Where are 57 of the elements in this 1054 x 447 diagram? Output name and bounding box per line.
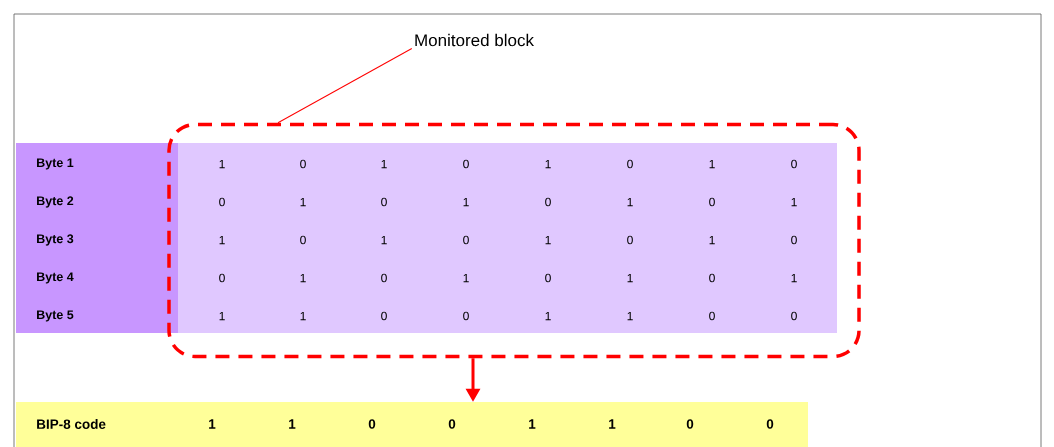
bit-value: 0 bbox=[463, 159, 469, 169]
bit-value: 1 bbox=[627, 197, 633, 207]
bit-value: 1 bbox=[709, 235, 715, 245]
bit-value: 0 bbox=[300, 159, 306, 169]
bit-value: 0 bbox=[219, 197, 225, 207]
code-bit: 1 bbox=[609, 419, 616, 429]
bit-value: 1 bbox=[381, 159, 387, 169]
bit-value: 0 bbox=[627, 235, 633, 245]
bit-value: 0 bbox=[627, 159, 633, 169]
bit-value: 1 bbox=[545, 311, 551, 321]
code-bit: 0 bbox=[448, 419, 456, 429]
row-header: Byte 4 bbox=[37, 272, 74, 284]
code-bit: 0 bbox=[686, 419, 694, 429]
bit-value: 0 bbox=[709, 197, 715, 207]
bit-value: 1 bbox=[627, 273, 633, 283]
row-header: Byte 1 bbox=[37, 158, 74, 170]
bit-value: 1 bbox=[791, 197, 797, 207]
bit-value: 1 bbox=[219, 311, 225, 321]
bit-value: 0 bbox=[545, 197, 551, 207]
bit-value: 1 bbox=[545, 159, 551, 169]
bit-value: 0 bbox=[791, 235, 797, 245]
bit-value: 1 bbox=[545, 235, 551, 245]
bit-value: 1 bbox=[381, 235, 387, 245]
bit-value: 1 bbox=[463, 273, 469, 283]
bit-value: 0 bbox=[791, 159, 797, 169]
bit-value: 1 bbox=[791, 273, 797, 283]
bit-value: 0 bbox=[709, 273, 715, 283]
bit-value: 0 bbox=[381, 311, 387, 321]
code-bit: 0 bbox=[766, 419, 774, 429]
dashed-outline bbox=[167, 122, 861, 359]
bit-value: 0 bbox=[300, 235, 306, 245]
row-header: Byte 2 bbox=[37, 196, 74, 208]
code-bit: 1 bbox=[529, 419, 536, 429]
bit-value: 0 bbox=[463, 235, 469, 245]
bit-value: 1 bbox=[300, 311, 306, 321]
bit-value: 0 bbox=[381, 197, 387, 207]
bit-value: 1 bbox=[627, 311, 633, 321]
bit-value: 1 bbox=[463, 197, 469, 207]
row-header: Byte 5 bbox=[37, 310, 74, 322]
code-bit: 0 bbox=[368, 419, 376, 429]
row-header: Byte 3 bbox=[37, 234, 74, 246]
row-label: BIP-8 code bbox=[37, 419, 106, 429]
bit-value: 1 bbox=[300, 273, 306, 283]
bit-value: 1 bbox=[709, 159, 715, 169]
bit-value: 0 bbox=[463, 311, 469, 321]
code-bit: 1 bbox=[289, 419, 296, 429]
bit-value: 1 bbox=[219, 159, 225, 169]
bit-value: 0 bbox=[545, 273, 551, 283]
bit-value: 0 bbox=[219, 273, 225, 283]
bit-value: 1 bbox=[219, 235, 225, 245]
bit-value: 1 bbox=[300, 197, 306, 207]
callout-text: Monitored block bbox=[415, 33, 534, 47]
code-bit: 1 bbox=[209, 419, 216, 429]
bit-value: 0 bbox=[381, 273, 387, 283]
bit-value: 0 bbox=[709, 311, 715, 321]
leader-line bbox=[277, 47, 413, 124]
bit-value: 0 bbox=[791, 311, 797, 321]
